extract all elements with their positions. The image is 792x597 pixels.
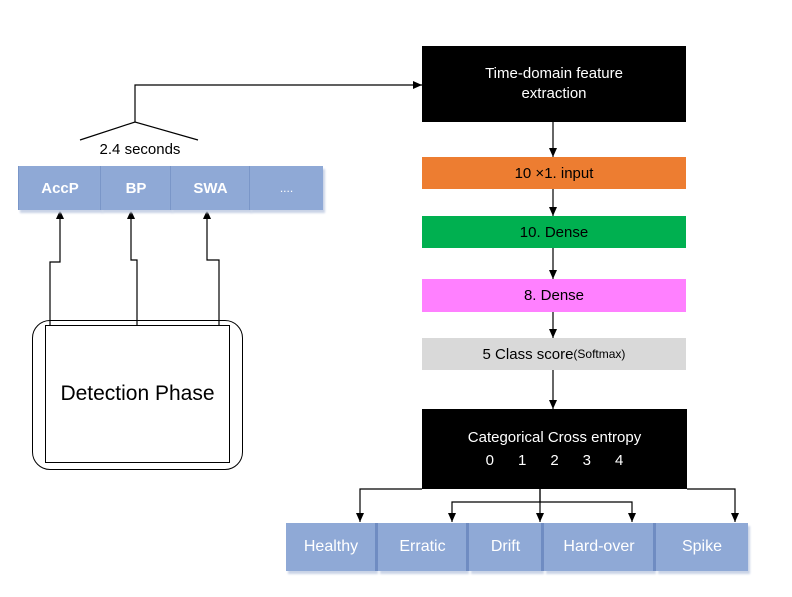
signal-more: ....	[249, 166, 323, 210]
class-separator	[375, 523, 378, 571]
class-spike-label: Spike	[681, 538, 723, 555]
arrow-to-feature-extraction	[134, 81, 422, 122]
class-score-box: 5 Class score(Softmax)	[422, 338, 686, 370]
class-drift-label: Drift	[490, 538, 521, 555]
signals-caption: 2.4 seconds	[80, 138, 200, 160]
class-healthy-label: Healthy	[303, 538, 359, 555]
class-score-label: 5 Class score	[482, 345, 574, 363]
loss-index: 2	[550, 451, 559, 469]
loss-index: 1	[517, 451, 527, 469]
loss-indices: 0 1 2 3 4	[486, 451, 624, 471]
signal-swa: SWA	[170, 166, 250, 210]
signal-accp-label: AccP	[41, 179, 79, 197]
class-drift: Drift	[469, 523, 542, 571]
class-healthy: Healthy	[286, 523, 376, 571]
class-separator	[653, 523, 656, 571]
arrow-loss-to-spike	[687, 488, 739, 522]
arrow-loss-to-healthy	[356, 488, 422, 522]
arrow-detection-to-accp	[49, 210, 64, 325]
detection-phase-label: Detection Phase	[60, 382, 215, 405]
dense8-layer-box: 8. Dense	[422, 279, 686, 312]
class-score-sub: (Softmax)	[573, 347, 626, 361]
signal-more-label: ....	[279, 181, 294, 195]
feature-extraction-label: Time-domain feature extraction	[485, 65, 623, 102]
detection-phase-inner: Detection Phase	[45, 325, 230, 463]
class-spike: Spike	[656, 523, 748, 571]
dense8-layer-label: 8. Dense	[523, 287, 585, 304]
loss-index: 3	[582, 451, 592, 469]
class-hardover: Hard-over	[544, 523, 654, 571]
input-layer-box: 10 ×1. input	[422, 157, 686, 189]
arrow-loss-to-erratic	[448, 489, 541, 522]
loss-index: 4	[615, 451, 624, 469]
loss-box: Categorical Cross entropy 0 1 2 3 4	[422, 409, 687, 489]
class-separator	[466, 523, 469, 571]
class-erratic: Erratic	[378, 523, 467, 571]
signal-swa-label: SWA	[193, 179, 228, 197]
arrow-detection-to-swa	[203, 210, 220, 325]
loss-index: 0	[485, 451, 494, 469]
signal-accp: AccP	[18, 166, 101, 210]
signal-bp-label: BP	[125, 179, 147, 197]
input-layer-label: 10 ×1. input	[514, 164, 594, 182]
class-separator	[541, 523, 544, 571]
arrow-detection-to-bp	[127, 210, 138, 325]
arrow-loss-to-hardover	[540, 501, 636, 522]
loss-title: Categorical Cross entropy	[467, 428, 642, 446]
dense10-layer-label: 10. Dense	[519, 223, 589, 241]
feature-extraction-box: Time-domain feature extraction	[422, 46, 686, 122]
signal-bp: BP	[100, 166, 171, 210]
class-hardover-label: Hard-over	[563, 538, 635, 555]
detection-phase-box: Detection Phase	[32, 320, 243, 470]
dense10-layer-box: 10. Dense	[422, 216, 686, 248]
class-erratic-label: Erratic	[399, 538, 446, 555]
signals-caption-text: 2.4 seconds	[99, 140, 181, 158]
